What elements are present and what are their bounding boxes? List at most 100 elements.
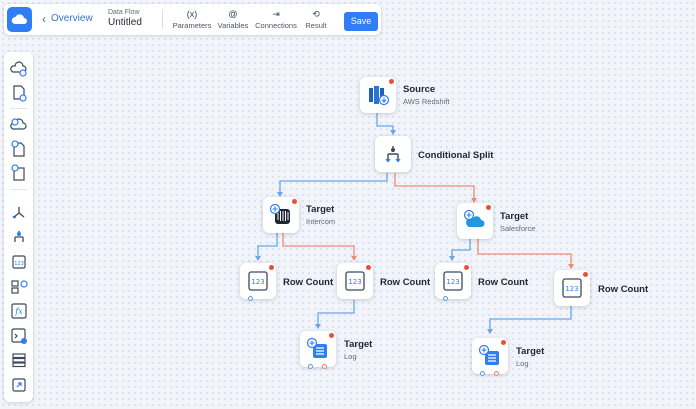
- edge-split-to-salesforce: [394, 173, 475, 201]
- flow-name[interactable]: Untitled: [108, 17, 142, 28]
- arrowhead: [351, 256, 357, 261]
- sidebar-divider: [10, 189, 27, 190]
- node-conditional-split[interactable]: [375, 136, 411, 172]
- salesforce-icon: [463, 209, 485, 227]
- status-dot: [292, 199, 297, 204]
- result-icon: ⟲: [312, 9, 320, 19]
- output-port[interactable]: [480, 371, 485, 376]
- output-port[interactable]: [443, 296, 448, 301]
- node-source[interactable]: [360, 77, 396, 113]
- sidebar-divider: [10, 108, 27, 109]
- svg-text:123: 123: [14, 261, 24, 267]
- row-count-icon: 123: [345, 271, 365, 291]
- svg-text:123: 123: [565, 285, 578, 293]
- arrowhead: [255, 256, 261, 261]
- status-dot: [583, 272, 588, 277]
- status-dot: [464, 265, 469, 270]
- join-icon[interactable]: [10, 277, 28, 295]
- error-port[interactable]: [494, 371, 499, 376]
- log-icon: [478, 344, 499, 365]
- node-log1-subtitle: Log: [344, 352, 357, 361]
- node-intercom-subtitle: Intercom: [306, 217, 336, 226]
- node-log2-subtitle: Log: [516, 359, 529, 368]
- svg-text:123: 123: [348, 278, 361, 286]
- output-port[interactable]: [248, 296, 253, 301]
- row-count-icon[interactable]: 123: [10, 253, 28, 271]
- node-target-salesforce[interactable]: [457, 203, 493, 239]
- node-target-log-1[interactable]: [300, 331, 336, 367]
- result-button[interactable]: ⟲ Result: [294, 9, 338, 30]
- source-file-icon[interactable]: [10, 84, 28, 102]
- arrowhead: [390, 130, 396, 135]
- node-row-count-2[interactable]: 123: [337, 263, 373, 299]
- node-rc4-title: Row Count: [598, 284, 649, 295]
- node-target-intercom[interactable]: [263, 197, 299, 233]
- node-row-count-3[interactable]: 123: [435, 263, 471, 299]
- intercom-icon: [269, 203, 290, 224]
- node-row-count-1[interactable]: 123: [240, 263, 276, 299]
- variables-icon: @: [228, 9, 238, 19]
- toolbar-divider: [162, 10, 163, 29]
- svg-text:123: 123: [251, 278, 264, 286]
- row-count-icon: 123: [248, 271, 268, 291]
- chevron-left-icon: ‹: [42, 11, 46, 26]
- node-salesforce-title: Target: [500, 211, 529, 222]
- edge-rc2-to-log1: [317, 300, 355, 327]
- node-intercom-title: Target: [306, 204, 335, 215]
- arrowhead: [568, 264, 574, 269]
- edge-source-to-split: [376, 112, 394, 133]
- parameters-icon: (x): [186, 9, 198, 19]
- app-logo[interactable]: [7, 7, 32, 32]
- arrowhead: [471, 198, 477, 203]
- database-icon[interactable]: [10, 351, 28, 369]
- node-log1-title: Target: [344, 339, 373, 350]
- svg-text:123: 123: [446, 278, 459, 286]
- edge-intercom-to-rc1: [257, 230, 278, 259]
- target-file-icon[interactable]: [10, 140, 28, 158]
- arrowhead: [487, 329, 493, 334]
- node-target-log-2[interactable]: [472, 338, 508, 374]
- export-icon[interactable]: [10, 376, 28, 394]
- variables-button[interactable]: @ Variables: [211, 9, 255, 30]
- target-cloud-icon[interactable]: [10, 116, 28, 134]
- target-sheet-icon[interactable]: [10, 164, 28, 182]
- top-toolbar: ‹ Overview Data Flow Untitled (x) Parame…: [4, 4, 381, 35]
- flow-type-label: Data Flow: [108, 9, 140, 16]
- connections-button[interactable]: ⇥ Connections: [254, 9, 298, 30]
- arrowhead: [315, 324, 321, 329]
- edge-salesforce-to-rc3: [451, 236, 471, 259]
- expression-icon[interactable]: fx: [10, 302, 28, 320]
- error-port[interactable]: [322, 364, 327, 369]
- node-rc3-title: Row Count: [478, 277, 529, 288]
- status-dot: [366, 265, 371, 270]
- save-button[interactable]: Save: [344, 12, 378, 31]
- source-cloud-icon[interactable]: [10, 60, 28, 78]
- status-dot: [486, 205, 491, 210]
- row-count-icon: 123: [443, 271, 463, 291]
- back-to-overview-link[interactable]: ‹ Overview: [42, 11, 93, 26]
- arrowhead: [449, 256, 455, 261]
- cloud-logo-icon: [11, 14, 27, 24]
- log-icon: [306, 337, 327, 358]
- output-port[interactable]: [308, 364, 313, 369]
- result-label: Result: [305, 21, 327, 30]
- node-source-subtitle: AWS Redshift: [403, 97, 450, 106]
- node-split-title: Conditional Split: [418, 150, 494, 161]
- node-row-count-4[interactable]: 123: [554, 270, 590, 306]
- arrowhead: [277, 192, 283, 197]
- variables-label: Variables: [217, 21, 249, 30]
- script-icon[interactable]: [10, 327, 28, 345]
- node-log2-title: Target: [516, 346, 545, 357]
- conditional-split-icon[interactable]: [10, 228, 28, 246]
- edge-split-to-intercom: [279, 173, 388, 195]
- aws-redshift-icon: [369, 86, 390, 106]
- svg-text:fx: fx: [14, 307, 23, 316]
- split-icon[interactable]: [10, 204, 28, 222]
- row-count-icon: 123: [562, 278, 582, 298]
- node-salesforce-subtitle: Salesforce: [500, 224, 536, 233]
- status-dot: [329, 333, 334, 338]
- node-rc1-title: Row Count: [283, 277, 334, 288]
- parameters-button[interactable]: (x) Parameters: [170, 9, 214, 30]
- overview-label: Overview: [51, 13, 93, 24]
